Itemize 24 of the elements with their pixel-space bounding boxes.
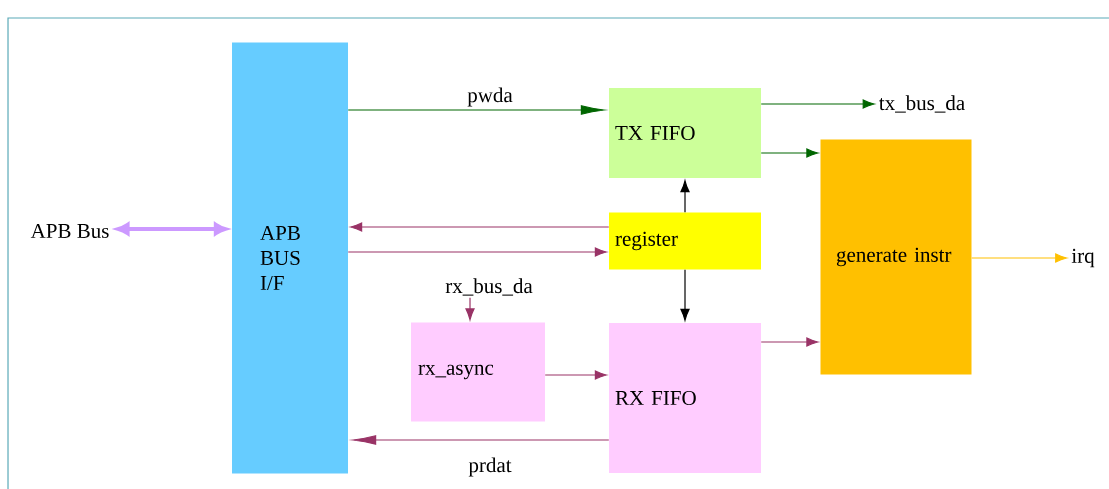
fifo-box: RX FIFO (609, 323, 761, 473)
process-box: generate instr (820, 139, 972, 375)
arrow (680, 269, 690, 321)
bus-interface-box: APB BUS I/F (232, 42, 348, 474)
arrow (760, 99, 875, 109)
arrow (760, 148, 819, 158)
arrow (680, 180, 690, 213)
register-box: register (609, 212, 761, 270)
process-box: rx_async (411, 322, 545, 422)
signal-label: tx_bus_da (879, 95, 965, 113)
arrow (760, 337, 819, 347)
arrow (352, 435, 610, 445)
signal-label: APB Bus (30, 223, 109, 239)
arrow (544, 370, 607, 380)
edge-label: pwda (466, 86, 514, 108)
arrow (350, 222, 610, 232)
fifo-box: TX FIFO (609, 88, 761, 178)
arrow (465, 297, 475, 321)
arrow (347, 247, 607, 257)
edge-label: prdat (467, 456, 513, 478)
signal-label: irq (1071, 248, 1095, 268)
arrow (347, 105, 605, 115)
arrow (971, 253, 1068, 263)
signal-label: rx_bus_da (445, 278, 533, 296)
